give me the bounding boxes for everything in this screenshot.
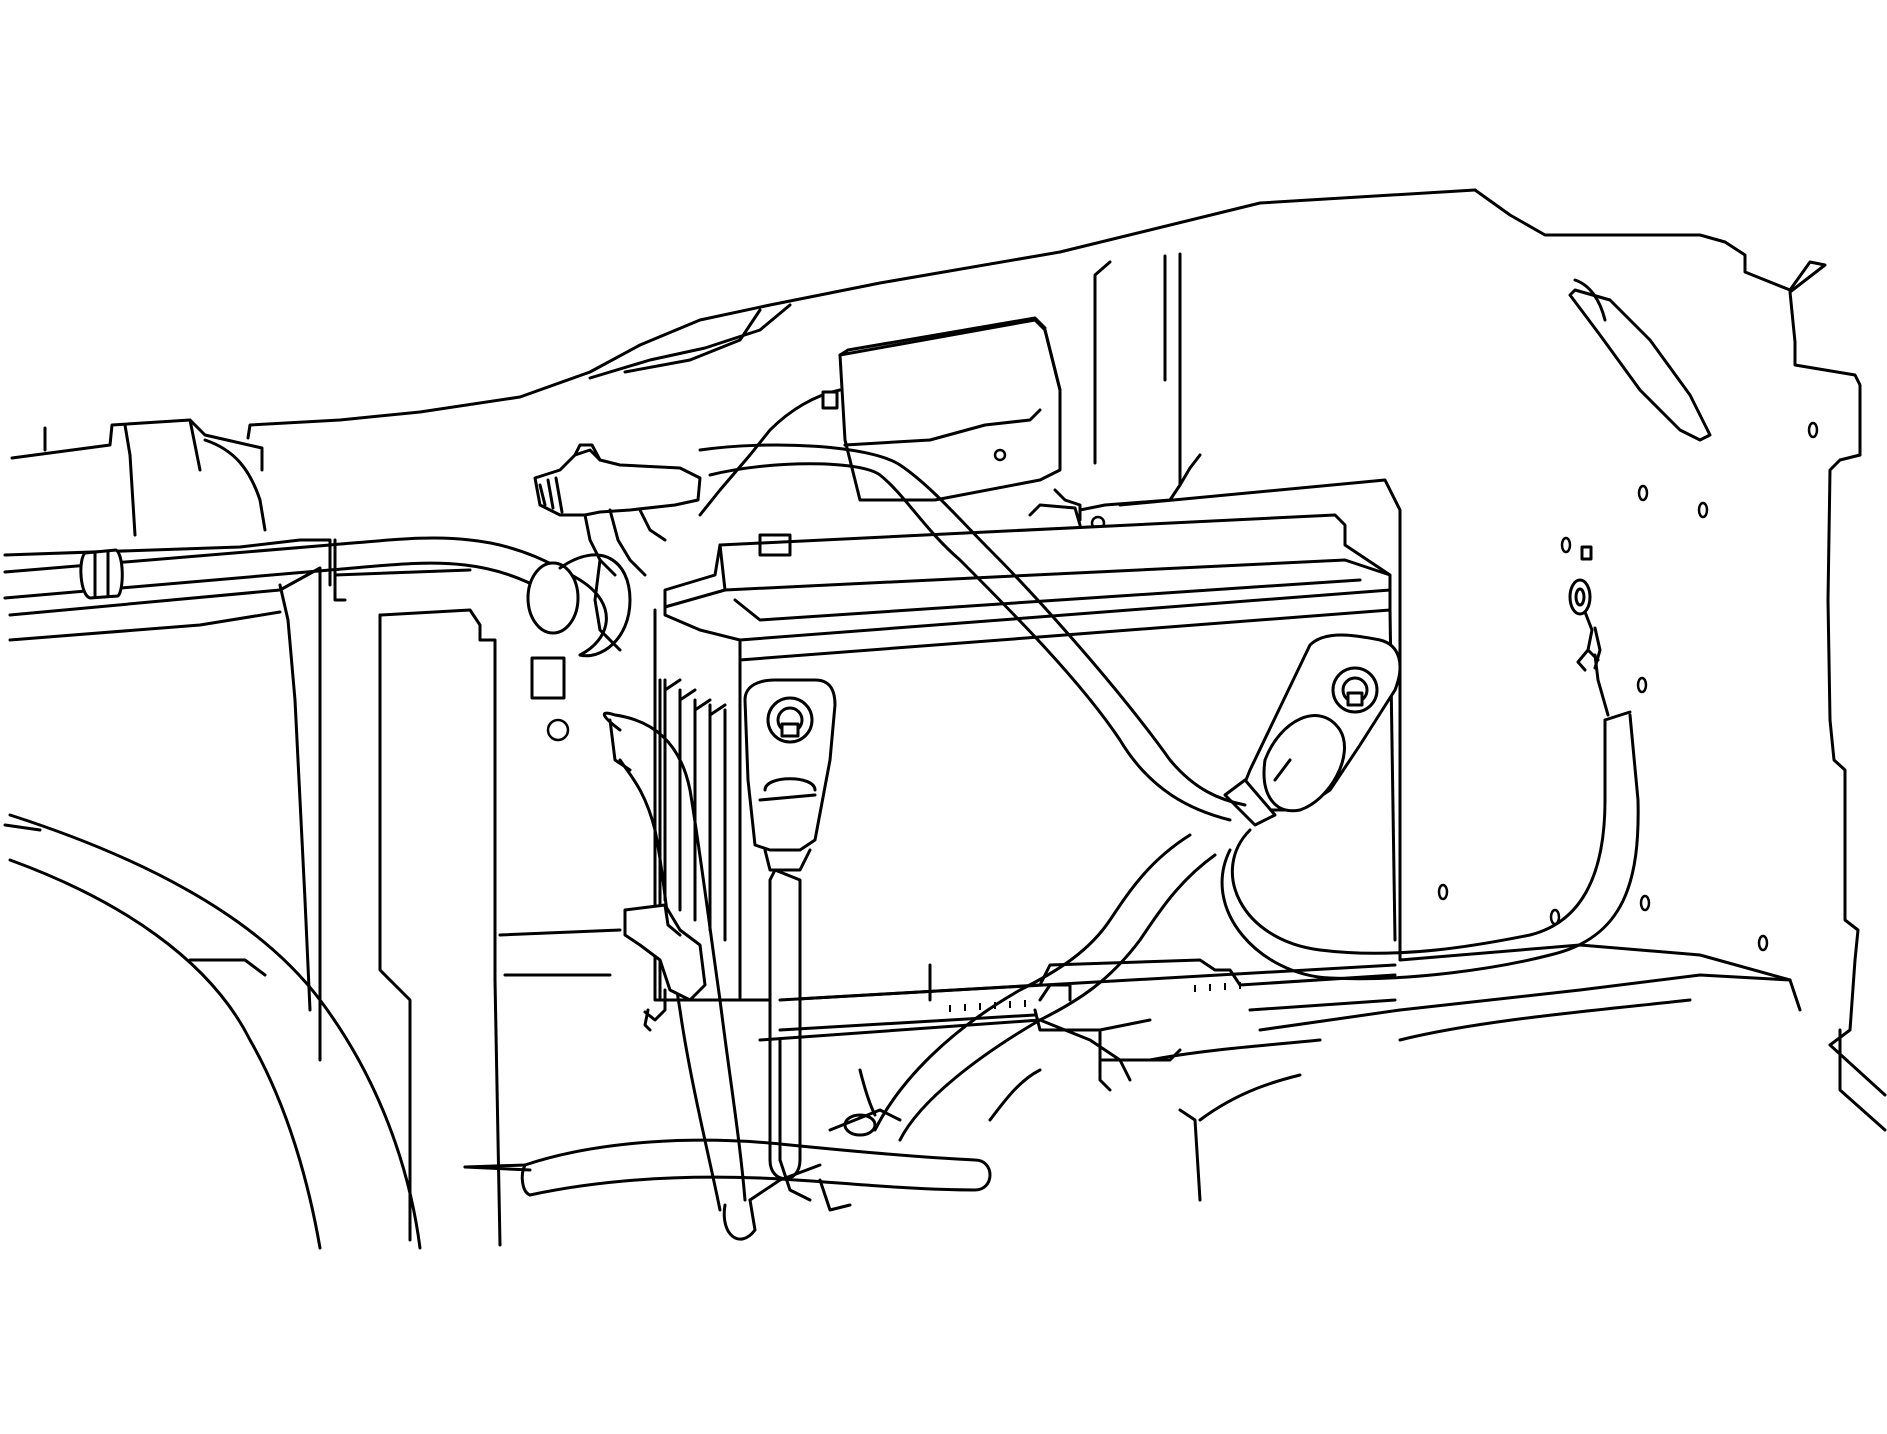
radiator-support — [3, 418, 622, 1247]
ring-terminal — [1568, 578, 1602, 672]
positive-terminal — [743, 678, 837, 1181]
wheelhouse — [3, 813, 422, 1250]
module-box — [698, 316, 1106, 531]
battery-cable — [602, 711, 757, 1241]
upper-cable — [3, 536, 632, 658]
lower-cable — [463, 1138, 992, 1197]
inner-fender-panel — [1118, 278, 1887, 1132]
battery-tray — [748, 958, 1397, 1212]
negative-terminal — [1223, 633, 1402, 827]
battery — [653, 513, 1397, 1002]
tray-marks — [949, 982, 1241, 1012]
battery-side-ribs — [663, 678, 727, 942]
connector — [533, 443, 702, 652]
harness-lines — [698, 443, 1247, 1142]
